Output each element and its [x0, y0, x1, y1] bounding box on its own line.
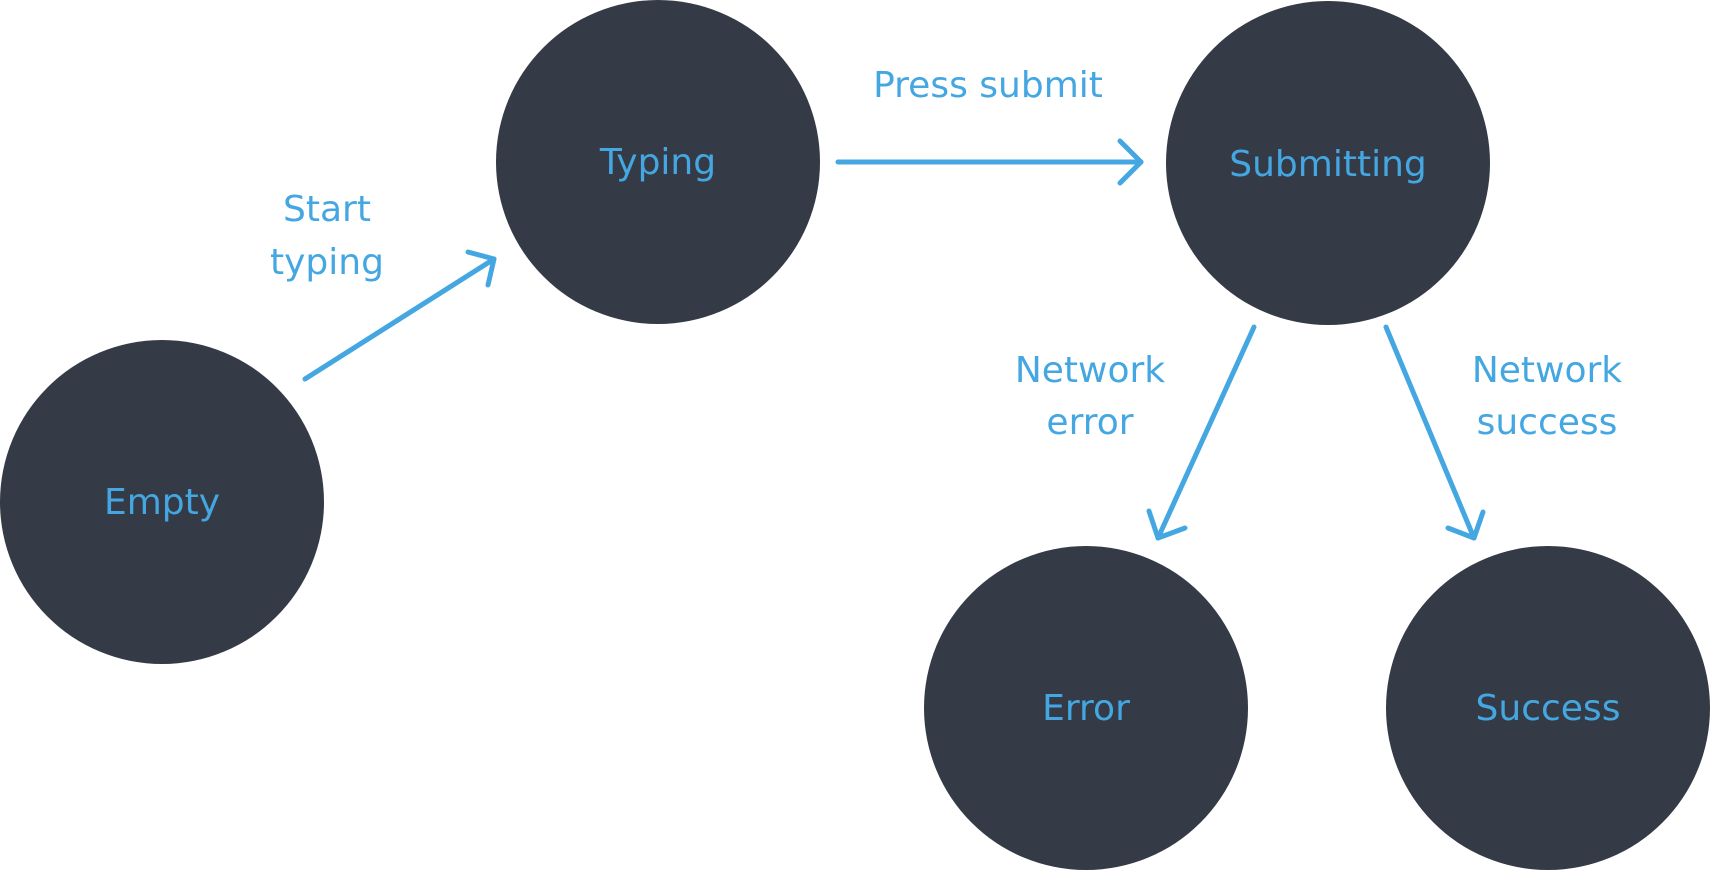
node-success: Success: [1386, 546, 1710, 870]
node-error-label: Error: [1042, 688, 1130, 729]
edge-start-typing-label-line1: Start: [283, 189, 371, 230]
node-success-circle: [1386, 546, 1710, 870]
edge-network-error-arrowhead: [1146, 508, 1188, 541]
node-submitting: Submitting: [1166, 1, 1490, 325]
edge-press-submit: Press submit: [835, 65, 1144, 186]
node-submitting-circle: [1166, 1, 1490, 325]
edge-network-success-label-line2: success: [1477, 402, 1618, 443]
edge-network-success-arrowhead: [1445, 509, 1486, 541]
edge-start-typing-arrowhead: [465, 249, 497, 288]
edge-network-error-line: [1155, 324, 1257, 541]
node-empty: Empty: [0, 340, 324, 664]
node-empty-circle: [0, 340, 324, 664]
edge-start-typing-line: [302, 256, 497, 382]
node-submitting-label: Submitting: [1229, 144, 1427, 185]
edge-press-submit-label: Press submit: [873, 65, 1103, 106]
edge-network-success-line: [1383, 324, 1477, 541]
edge-network-error: Network error: [1015, 324, 1257, 541]
node-error-circle: [924, 546, 1248, 870]
edge-network-success: Network success: [1383, 324, 1622, 541]
edge-network-error-label-line2: error: [1046, 402, 1133, 443]
node-typing-label: Typing: [599, 142, 716, 183]
edge-start-typing: Start typing: [270, 189, 497, 382]
edge-network-error-label-line1: Network: [1015, 350, 1165, 391]
node-success-label: Success: [1476, 688, 1621, 729]
node-typing: Typing: [496, 0, 820, 324]
node-typing-circle: [496, 0, 820, 324]
edge-start-typing-label-line2: typing: [270, 242, 384, 283]
node-empty-label: Empty: [104, 482, 220, 523]
node-error: Error: [924, 546, 1248, 870]
edge-network-success-label-line1: Network: [1472, 350, 1622, 391]
edge-press-submit-arrowhead: [1117, 138, 1144, 186]
